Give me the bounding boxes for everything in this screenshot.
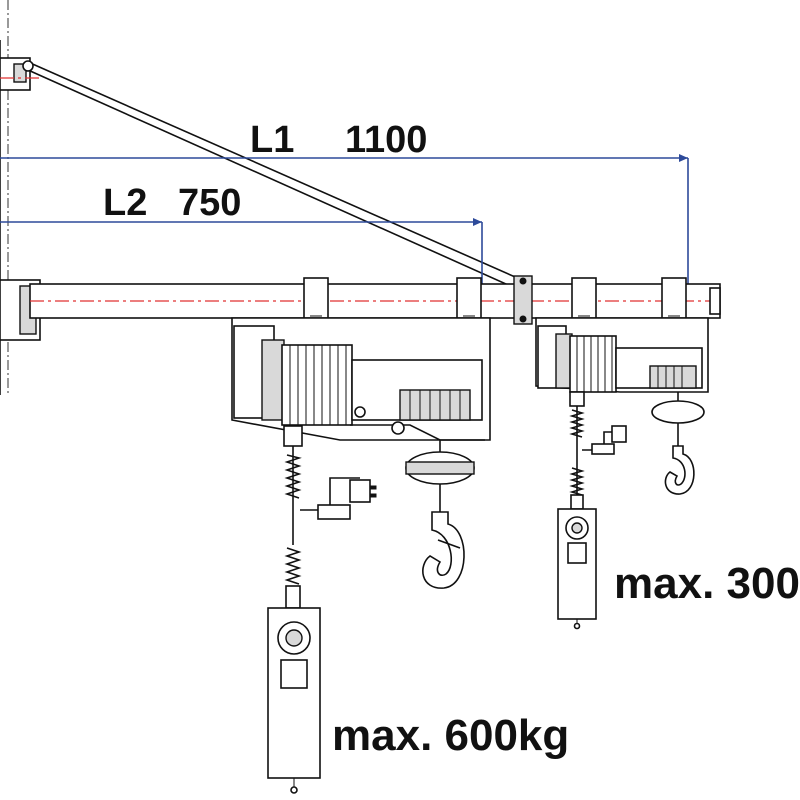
- l1-value: 1100: [345, 119, 427, 161]
- load-label-outer: max. 300kg: [614, 559, 800, 608]
- dimension-l1: L1 1100: [0, 119, 689, 292]
- motor-fins: [281, 344, 353, 426]
- pendant-control-inner: [267, 607, 321, 794]
- l1-label: L1: [250, 119, 294, 161]
- jib-beam: [29, 275, 721, 325]
- hoist-outer: [535, 317, 709, 630]
- tie-rod: [22, 60, 523, 289]
- pendant-control-outer: [557, 508, 597, 630]
- hoist-inner: [231, 317, 491, 794]
- l2-value: 750: [178, 182, 241, 224]
- load-label-inner: max. 600kg: [332, 711, 569, 760]
- l2-label: L2: [103, 182, 147, 224]
- dimension-l2: L2 750: [0, 182, 483, 292]
- wall-mast: [0, 0, 41, 395]
